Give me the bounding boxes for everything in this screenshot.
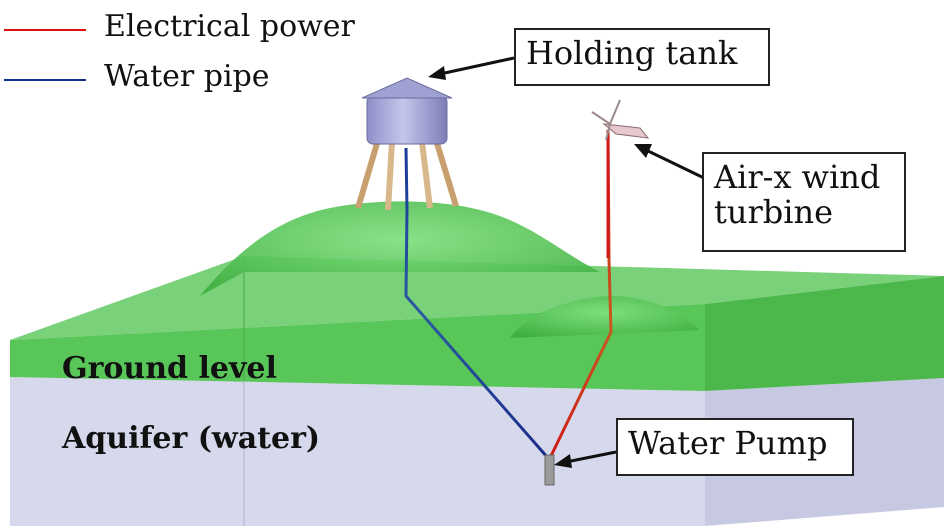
wind-turbine-label-line2: turbine: [714, 193, 834, 232]
large-hill: [200, 201, 600, 296]
legend-electrical-label: Electrical power: [104, 9, 355, 44]
legend-water-label: Water pipe: [104, 59, 270, 94]
wind-turbine: [591, 99, 650, 258]
aquifer-label: Aquifer (water): [62, 421, 321, 456]
holding-tank-arrow: [428, 56, 515, 80]
small-hill: [510, 296, 700, 338]
holding-tank: [355, 77, 459, 211]
water-pump: [544, 454, 555, 486]
holding-tank-label: Holding tank: [526, 34, 738, 72]
water-pump-arrow: [554, 450, 617, 468]
wind-turbine-arrow: [634, 144, 705, 180]
water-pump-label: Water Pump: [628, 424, 828, 462]
wind-turbine-label-line1: Air-x wind: [714, 158, 881, 196]
wind-turbine-callout: Air-x wind turbine: [702, 152, 906, 252]
ground-level-label: Ground level: [62, 351, 277, 386]
holding-tank-callout: Holding tank: [514, 28, 770, 86]
water-pipe-line: [404, 147, 550, 459]
water-pump-callout: Water Pump: [616, 418, 854, 476]
